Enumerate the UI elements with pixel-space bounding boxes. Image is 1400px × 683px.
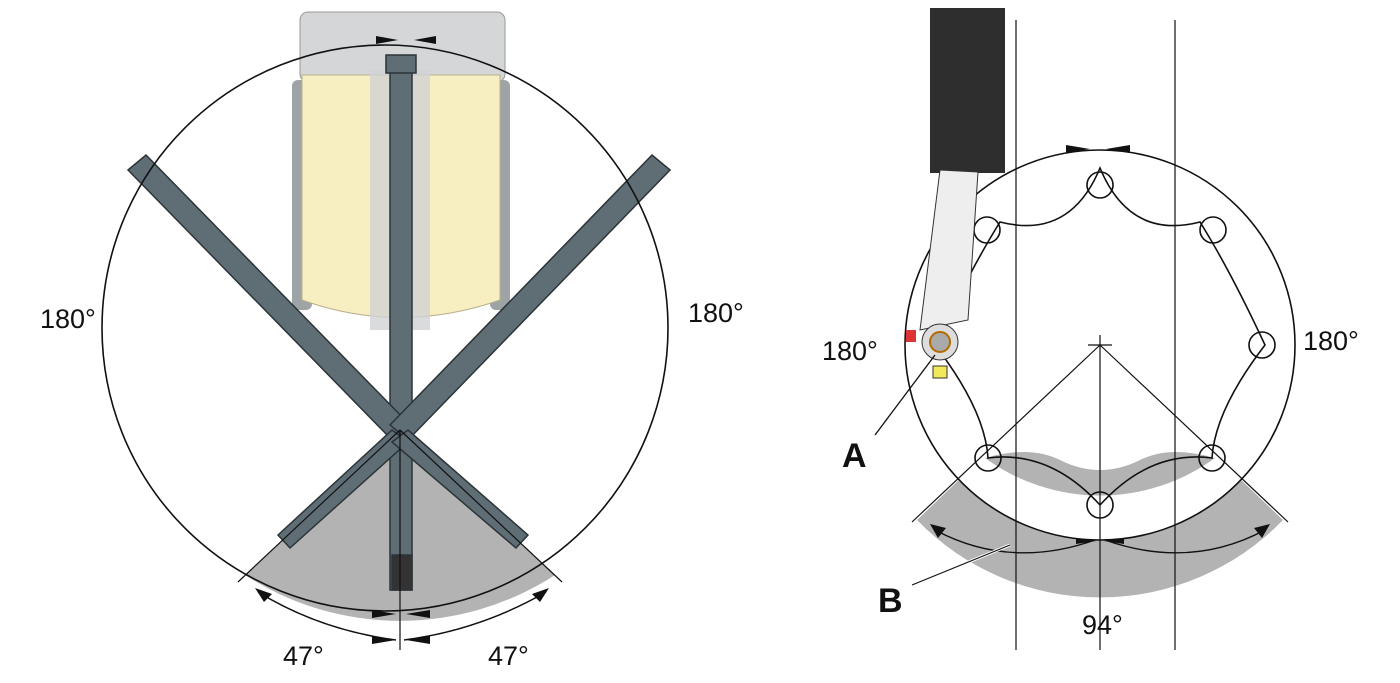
boom-positions [126, 54, 672, 591]
right-angle-label-left: 180° [822, 336, 878, 366]
callout-line-a [874, 354, 936, 436]
left-angle-label-47-right: 47° [488, 641, 529, 671]
cylinder-arm [906, 8, 1005, 379]
callout-b: B [878, 582, 903, 620]
left-angle-label-47-left: 47° [283, 641, 324, 671]
right-angle-label-bottom: 94° [1082, 610, 1123, 640]
callout-a: A [842, 437, 867, 475]
left-swing-circle [101, 44, 669, 612]
boom-center [389, 59, 413, 591]
left-angle-label-left: 180° [40, 304, 96, 334]
callout-line-b [911, 544, 1011, 586]
left-angle-label-right: 180° [688, 298, 744, 328]
right-swing-diagram: 180° 180° 94° A B [822, 8, 1359, 650]
left-swing-diagram: 180° 180° 47° 47° [40, 11, 744, 671]
right-angle-label-right: 180° [1303, 326, 1359, 356]
boom-right-up [388, 153, 672, 442]
